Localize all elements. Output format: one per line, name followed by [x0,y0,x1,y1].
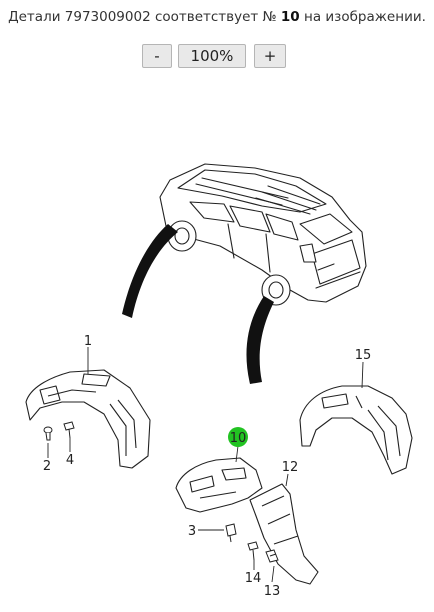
part-info-number: 10 [280,9,300,25]
part-10-liner [175,457,263,513]
zoom-level-button[interactable]: 100% [178,44,246,68]
zoom-out-button[interactable]: - [142,44,172,68]
part-15-rear-liner [299,385,413,475]
callout-labels: 1 2 3 4 10 12 13 14 15 [43,334,371,599]
front-wheel-pointer [122,224,178,318]
fastener-3 [225,523,237,543]
zoom-controls: - 100% + [0,44,434,68]
fastener-2 [43,426,53,441]
callout-10: 10 [230,431,247,446]
callout-14: 14 [245,571,262,586]
callout-4: 4 [66,453,74,468]
leader-lines [47,347,364,583]
fastener-13 [265,549,279,563]
fastener-4 [63,421,75,439]
callout-3: 3 [188,524,196,539]
part-12-flap [249,483,319,585]
part-match-info: Детали 7973009002 соответствует № 10 на … [0,9,434,25]
callout-10-highlight [228,427,248,447]
part-info-prefix: Детали 7973009002 соответствует № [8,9,277,25]
callout-13: 13 [264,584,281,599]
zoom-in-button[interactable]: + [254,44,286,68]
fastener-14 [247,541,259,561]
callout-2: 2 [43,459,51,474]
part-info-suffix: на изображении. [304,9,426,25]
part-1-front-liner [25,369,151,469]
parts-diagram: 1 2 3 4 10 12 13 14 15 [25,163,413,599]
callout-1: 1 [84,334,92,349]
callout-15: 15 [355,348,372,363]
rear-wheel-pointer [246,296,274,384]
callout-12: 12 [282,460,299,475]
vehicle-drawing [159,163,367,306]
